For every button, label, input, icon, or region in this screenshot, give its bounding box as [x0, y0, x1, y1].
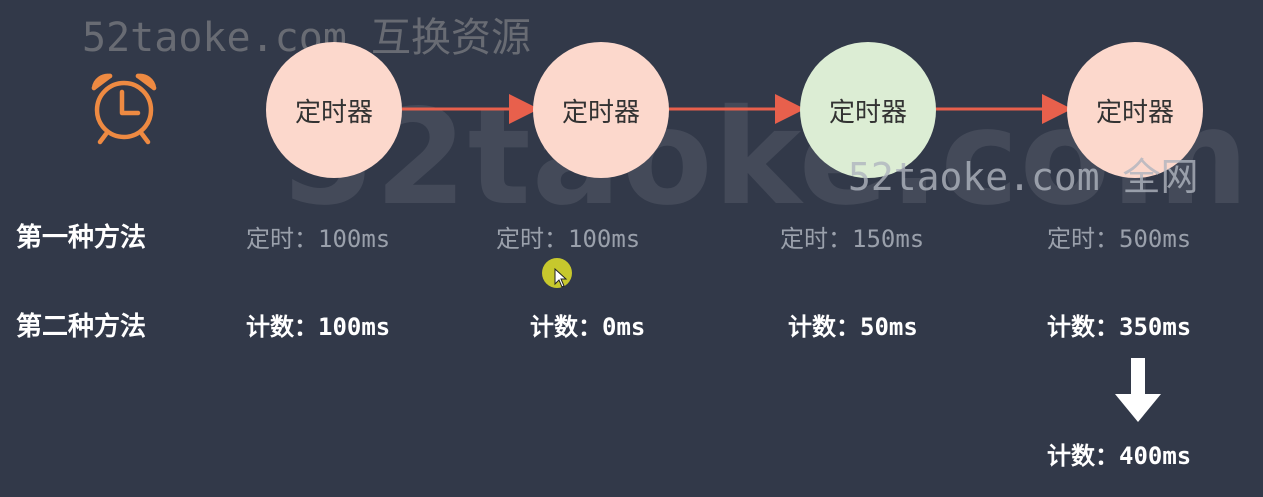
- mouse-pointer-icon: [554, 268, 568, 288]
- timer-node-label: 定时器: [294, 97, 373, 128]
- method-2-label: 第二种方法: [16, 312, 147, 342]
- timer-node: 定时器: [1067, 42, 1203, 178]
- method-1-value: 定时：100ms: [246, 225, 391, 253]
- watermark-middle: 52taoke.com 全网: [848, 155, 1199, 199]
- timer-node: 定时器: [800, 42, 936, 178]
- arrow-down-icon: [1115, 358, 1161, 422]
- result-value: 计数：400ms: [1047, 442, 1192, 470]
- method-1-label: 第一种方法: [16, 223, 147, 253]
- timer-node: 定时器: [266, 42, 402, 178]
- method-2-value: 计数：0ms: [530, 313, 646, 341]
- method-1-value: 定时：100ms: [496, 225, 641, 253]
- method-1-value: 定时：150ms: [780, 225, 925, 253]
- method-2-value: 计数：350ms: [1047, 313, 1192, 341]
- timer-node-label: 定时器: [828, 97, 907, 128]
- alarm-clock-icon: [91, 73, 157, 145]
- timer-node: 定时器: [533, 42, 669, 178]
- timer-node-label: 定时器: [561, 97, 640, 128]
- method-2-value: 计数：50ms: [788, 313, 918, 341]
- method-1-value: 定时：500ms: [1047, 225, 1192, 253]
- method-2-value: 计数：100ms: [246, 313, 391, 341]
- timer-node-label: 定时器: [1095, 97, 1174, 128]
